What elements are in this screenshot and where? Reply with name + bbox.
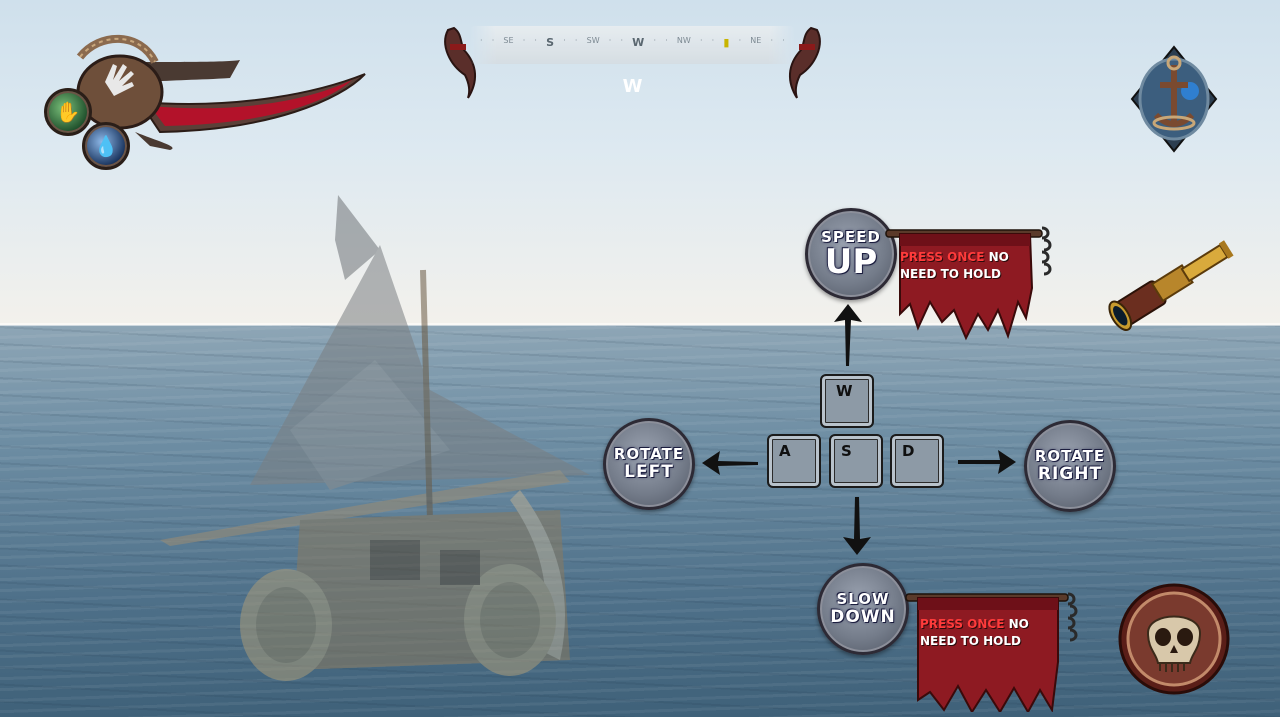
speed-up-label-1: SPEED <box>821 227 881 246</box>
hint-banner-speed-up: PRESS ONCE NO NEED TO HOLD <box>880 218 1070 348</box>
compass-ticks: ·· SE ·· S ·· SW ·· W ·· NW ·· ▮ · NE ·· <box>480 36 785 52</box>
arrow-left-icon <box>702 451 758 475</box>
compass: ·· SE ·· S ·· SW ·· W ·· NW ·· ▮ · NE ··… <box>440 20 825 100</box>
banner-text-bottom: PRESS ONCE NO NEED TO HOLD <box>920 616 1060 650</box>
rotate-left-button[interactable]: ROTATE LEFT <box>603 418 695 510</box>
rotate-right-button[interactable]: ROTATE RIGHT <box>1024 420 1116 512</box>
compass-tick-sw: SW <box>586 36 600 45</box>
spyglass-icon[interactable] <box>1092 228 1242 338</box>
key-d[interactable]: D <box>890 434 944 488</box>
rotate-right-label-2: RIGHT <box>1037 464 1103 484</box>
hint-banner-slow-down: PRESS ONCE NO NEED TO HOLD <box>900 582 1090 712</box>
water-drop-icon: 💧 <box>93 134 119 158</box>
compass-objective-marker: ▮ <box>723 36 730 49</box>
banner-text-line2: NEED TO HOLD <box>900 267 1001 281</box>
horn-left-icon <box>444 26 476 99</box>
compass-tick-se: SE <box>503 36 514 45</box>
slow-down-button[interactable]: SLOW DOWN <box>817 563 909 655</box>
compass-tick-s: S <box>546 36 555 49</box>
key-a-label: A <box>779 442 791 460</box>
compass-tick-w: W <box>632 36 645 49</box>
rotate-left-label-1: ROTATE <box>613 445 685 463</box>
health-blade <box>76 34 366 150</box>
key-w[interactable]: W <box>820 374 874 428</box>
slow-down-label-1: SLOW <box>836 590 890 608</box>
banner-text-highlight: PRESS ONCE <box>920 617 1005 631</box>
key-a[interactable]: A <box>767 434 821 488</box>
speed-up-label-2: UP <box>824 241 878 282</box>
hand-icon: ✋ <box>55 100 81 124</box>
banner-text-rest: NO <box>1004 617 1029 631</box>
anchor-icon[interactable] <box>1130 45 1218 153</box>
compass-strip <box>470 26 795 64</box>
horn-right-icon <box>789 26 821 99</box>
key-s-label: S <box>841 442 852 460</box>
banner-cloth <box>905 592 1078 712</box>
speed-up-button[interactable]: SPEED UP <box>805 208 897 300</box>
compass-tick-nw: NW <box>676 36 691 45</box>
rotate-right-label-1: ROTATE <box>1034 447 1106 465</box>
skull-icon[interactable] <box>1118 583 1230 695</box>
key-s[interactable]: S <box>829 434 883 488</box>
rotate-left-label-2: LEFT <box>624 462 674 482</box>
slow-down-label-2: DOWN <box>830 607 896 627</box>
arrow-up-icon <box>834 304 862 366</box>
banner-text-top: PRESS ONCE NO NEED TO HOLD <box>900 249 1040 283</box>
arrow-down-icon <box>843 497 871 555</box>
key-w-label: W <box>836 382 853 400</box>
banner-text-rest: NO <box>984 250 1009 264</box>
compass-tick-ne: NE <box>750 36 762 45</box>
ship <box>160 195 590 681</box>
horizon <box>0 323 1280 326</box>
arrow-right-icon <box>958 450 1016 474</box>
banner-text-highlight: PRESS ONCE <box>900 250 985 264</box>
sea <box>0 325 1280 717</box>
ability-slot-2[interactable]: 💧 <box>82 122 130 170</box>
banner-cloth <box>885 226 1052 341</box>
compass-heading: W <box>622 76 643 97</box>
hand-icon <box>105 64 134 96</box>
ability-slot-1[interactable]: ✋ <box>44 88 92 136</box>
key-d-label: D <box>902 442 915 460</box>
player-status-hud: ✋ 💧 <box>40 22 370 172</box>
banner-text-line2: NEED TO HOLD <box>920 634 1021 648</box>
